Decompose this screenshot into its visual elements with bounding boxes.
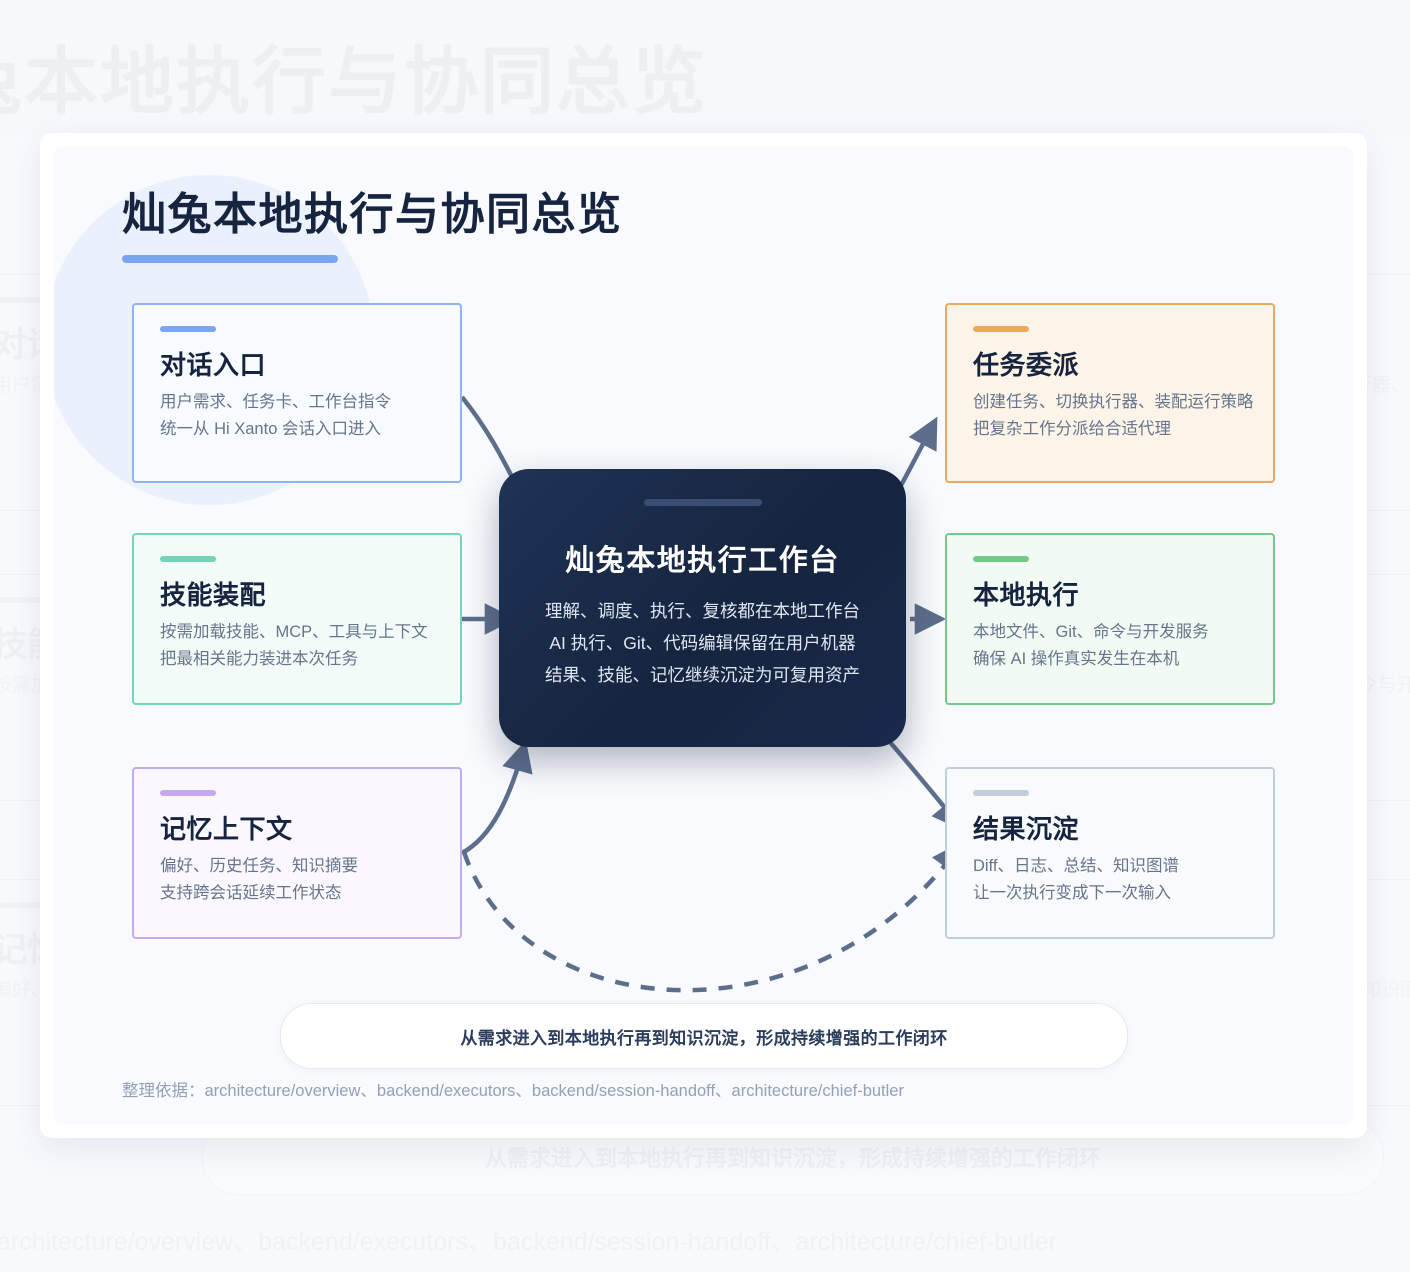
arrow-feedback-loop-dashed: [461, 841, 964, 993]
card-description: 偏好、历史任务、知识摘要 支持跨会话延续工作状态: [160, 857, 358, 902]
card-memory-context[interactable]: 记忆上下文 偏好、历史任务、知识摘要 支持跨会话延续工作状态: [132, 767, 462, 939]
hub-title: 灿兔本地执行工作台: [565, 545, 840, 577]
card-task-delegation[interactable]: 任务委派 创建任务、切换执行器、装配运行策略 把复杂工作分派给合适代理: [945, 303, 1275, 483]
card-title: 任务委派: [973, 350, 1080, 380]
card-title: 对话入口: [160, 350, 267, 380]
arrow-memory-to-hub: [460, 740, 533, 855]
card-title: 结果沉淀: [973, 814, 1080, 844]
card-accent-bar: [973, 326, 1029, 332]
card-description: 本地文件、Git、命令与开发服务 确保 AI 操作真实发生在本机: [973, 623, 1209, 668]
card-title: 技能装配: [160, 580, 267, 610]
card-title: 记忆上下文: [160, 814, 293, 844]
page-header: 灿兔本地执行与协同总览: [122, 189, 623, 263]
card-accent-bar: [160, 790, 216, 796]
ghost-title: 灿兔本地执行与协同总览: [0, 40, 708, 123]
footer-source-caption: 整理依据：architecture/overview、backend/execu…: [122, 1082, 904, 1100]
card-accent-bar: [160, 326, 216, 332]
card-description: 用户需求、任务卡、工作台指令 统一从 Hi Xanto 会话入口进入: [160, 393, 391, 438]
card-description: 创建任务、切换执行器、装配运行策略 把复杂工作分派给合适代理: [973, 393, 1254, 438]
card-accent-bar: [973, 790, 1029, 796]
card-skill-assembly[interactable]: 技能装配 按需加载技能、MCP、工具与上下文 把最相关能力装进本次任务: [132, 533, 462, 705]
title-underline-rule: [122, 254, 338, 263]
diagram-canvas: 灿兔本地执行与协同总览: [54, 147, 1353, 1124]
main-panel: 灿兔本地执行与协同总览: [40, 133, 1367, 1138]
card-description: Diff、日志、总结、知识图谱 让一次执行变成下一次输入: [973, 857, 1179, 902]
ghost-footer-caption: 整理依据：architecture/overview、backend/execu…: [0, 1228, 1057, 1256]
card-title: 本地执行: [973, 580, 1080, 610]
card-description: 按需加载技能、MCP、工具与上下文 把最相关能力装进本次任务: [160, 623, 428, 668]
hub-description: 理解、调度、执行、复核都在本地工作台 AI 执行、Git、代码编辑保留在用户机器…: [545, 601, 860, 685]
card-local-execution[interactable]: 本地执行 本地文件、Git、命令与开发服务 确保 AI 操作真实发生在本机: [945, 533, 1275, 705]
card-result-precipitation[interactable]: 结果沉淀 Diff、日志、总结、知识图谱 让一次执行变成下一次输入: [945, 767, 1275, 939]
footer-summary-pill: 从需求进入到本地执行再到知识沉淀，形成持续增强的工作闭环: [280, 1003, 1128, 1069]
card-dialog-entry[interactable]: 对话入口 用户需求、任务卡、工作台指令 统一从 Hi Xanto 会话入口进入: [132, 303, 462, 483]
page-title: 灿兔本地执行与协同总览: [122, 190, 623, 239]
hub-accent-bar: [643, 499, 762, 506]
hub-local-execution-workbench[interactable]: 灿兔本地执行工作台 理解、调度、执行、复核都在本地工作台 AI 执行、Git、代…: [499, 469, 906, 747]
card-accent-bar: [160, 556, 216, 562]
card-accent-bar: [973, 556, 1029, 562]
